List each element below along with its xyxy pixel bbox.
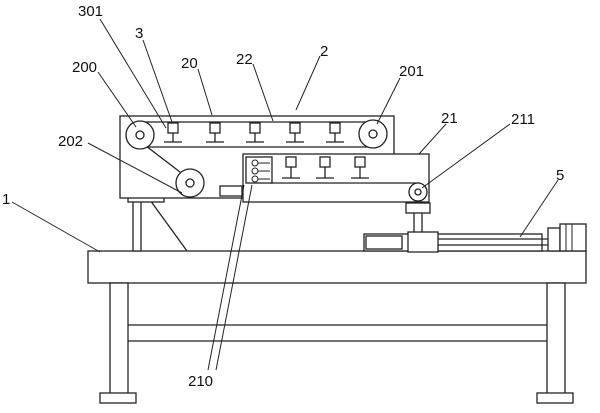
head-unit (282, 156, 300, 179)
callout-211: 211 (511, 111, 535, 128)
left-leg (109, 282, 129, 396)
callout-20: 20 (181, 55, 198, 72)
table-top (87, 250, 587, 284)
lower-frame (242, 153, 431, 235)
head-unit (246, 122, 264, 143)
callout-labels: 301 3 200 20 22 2 201 21 211 202 5 1 210 (2, 3, 564, 390)
head-unit (351, 156, 369, 179)
leader-3 (142, 39, 173, 123)
belt-return (145, 145, 181, 173)
leader-2 (295, 55, 321, 111)
leader-202 (87, 142, 183, 194)
head-unit (326, 122, 344, 143)
table-frame (87, 250, 587, 404)
right-foot (536, 392, 574, 404)
leader-20 (197, 68, 213, 116)
callout-301: 301 (78, 3, 103, 20)
support-post-left (132, 199, 142, 252)
callout-22: 22 (236, 51, 253, 68)
slide-assembly (363, 223, 587, 253)
leader-211 (421, 123, 511, 189)
right-leg (546, 282, 566, 396)
head-unit (206, 122, 224, 143)
lower-heads (282, 156, 369, 179)
frame-block (219, 185, 243, 197)
callout-210: 210 (188, 373, 213, 390)
head-unit (164, 122, 182, 143)
callout-2: 2 (320, 43, 328, 60)
leader-210a (207, 184, 245, 371)
motor-body (559, 223, 587, 252)
leader-5 (519, 179, 559, 238)
callout-202: 202 (58, 133, 83, 150)
slide-end-block (365, 235, 403, 250)
upper-heads (164, 122, 344, 143)
callout-200: 200 (72, 59, 97, 76)
head-unit (286, 122, 304, 143)
lower-bracket (405, 202, 431, 214)
callout-201: 201 (399, 63, 424, 80)
support-strut (149, 199, 188, 252)
leader-200 (97, 71, 137, 128)
leader-201 (376, 77, 401, 125)
callout-3: 3 (135, 25, 143, 42)
leader-22 (252, 63, 274, 122)
leader-301 (99, 18, 167, 129)
left-foot (99, 392, 137, 404)
head-unit (316, 156, 334, 179)
leader-210b (215, 184, 253, 371)
leader-21 (418, 123, 447, 155)
motor-flange (547, 227, 561, 252)
slide-carriage (407, 231, 439, 253)
callout-5: 5 (556, 167, 564, 184)
lower-frame-body (242, 153, 430, 203)
callout-1: 1 (2, 191, 10, 208)
leader-1 (11, 201, 101, 253)
support-posts (127, 195, 188, 252)
leader-lines (11, 18, 559, 371)
callout-21: 21 (441, 110, 458, 127)
